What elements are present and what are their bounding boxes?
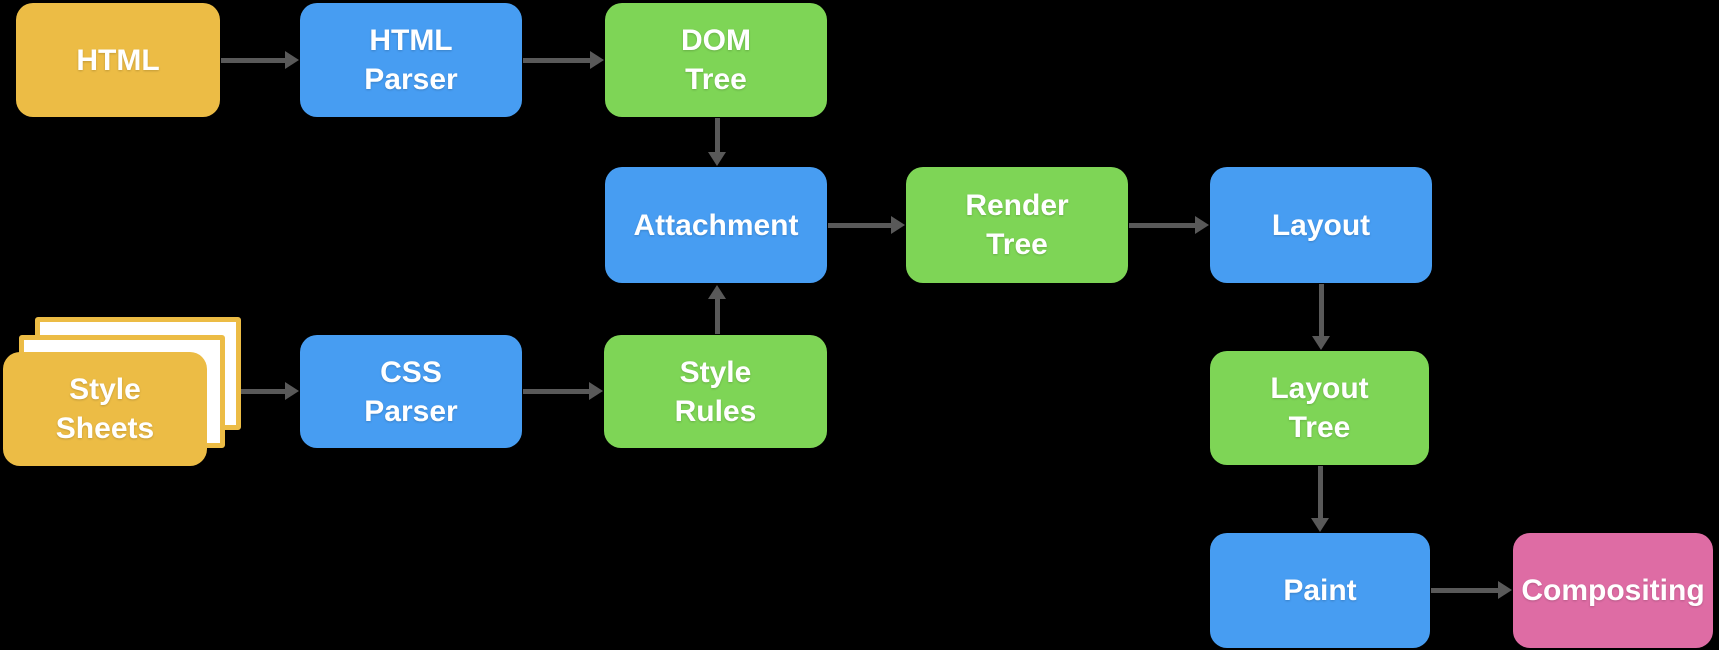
arrow-head <box>708 152 726 166</box>
arrow-shaft <box>1317 466 1323 520</box>
arrow-render-tree-to-layout <box>1129 216 1209 234</box>
arrow-shaft <box>714 118 720 154</box>
node-attachment: Attachment <box>605 167 827 283</box>
arrow-dom-tree-to-attachment <box>708 118 726 166</box>
node-dom-tree: DOM Tree <box>605 3 827 117</box>
node-attachment-label: Attachment <box>633 208 799 242</box>
arrow-shaft <box>714 297 720 334</box>
arrow-shaft <box>1431 587 1500 593</box>
arrow-layout-to-layout-tree <box>1312 284 1330 350</box>
arrow-head <box>285 382 299 400</box>
arrow-head <box>1195 216 1209 234</box>
node-render-tree: Render Tree <box>906 167 1128 283</box>
node-style-rules-label: Style Rules <box>674 355 757 428</box>
style-sheet-card-front: Style Sheets <box>3 352 207 466</box>
arrow-head <box>589 382 603 400</box>
arrow-css-parser-to-style-rules <box>523 382 603 400</box>
arrow-shaft <box>828 222 893 228</box>
node-render-tree-label: Render Tree <box>965 189 1069 261</box>
node-layout-tree: Layout Tree <box>1210 351 1429 465</box>
arrow-attachment-to-render-tree <box>828 216 905 234</box>
arrow-paint-to-compositing <box>1431 581 1512 599</box>
arrow-head <box>285 51 299 69</box>
node-html: HTML <box>16 3 220 117</box>
node-dom-tree-label: DOM Tree <box>681 24 751 96</box>
arrow-layout-tree-to-paint <box>1311 466 1329 532</box>
node-css-parser: CSS Parser <box>300 335 522 448</box>
node-html-parser-label: HTML Parser <box>364 24 458 96</box>
arrow-style-sheets-to-css-parser <box>241 382 299 400</box>
arrow-head <box>708 285 726 299</box>
arrow-shaft <box>221 57 287 63</box>
node-paint-label: Paint <box>1283 574 1357 607</box>
arrow-html-parser-to-dom-tree <box>523 51 604 69</box>
arrow-shaft <box>523 57 592 63</box>
node-html-label: HTML <box>76 43 160 77</box>
node-layout-tree-label: Layout Tree <box>1270 372 1369 444</box>
node-style-rules: Style Rules <box>604 335 827 448</box>
node-css-parser-label: CSS Parser <box>364 355 458 428</box>
arrow-head <box>1311 518 1329 532</box>
arrow-head <box>1498 581 1512 599</box>
node-layout-label: Layout <box>1271 208 1371 242</box>
node-layout: Layout <box>1210 167 1432 283</box>
node-style-sheets-label: Style Sheets <box>55 373 155 445</box>
node-html-parser: HTML Parser <box>300 3 522 117</box>
arrow-style-rules-to-attachment <box>708 285 726 334</box>
node-compositing: Compositing <box>1513 533 1713 648</box>
arrow-shaft <box>1318 284 1324 338</box>
arrow-shaft <box>241 388 287 394</box>
arrow-head <box>590 51 604 69</box>
arrow-shaft <box>1129 222 1197 228</box>
arrow-html-to-html-parser <box>221 51 299 69</box>
node-paint: Paint <box>1210 533 1430 648</box>
node-compositing-label: Compositing <box>1521 574 1705 607</box>
arrow-head <box>1312 336 1330 350</box>
arrow-shaft <box>523 388 591 394</box>
arrow-head <box>891 216 905 234</box>
